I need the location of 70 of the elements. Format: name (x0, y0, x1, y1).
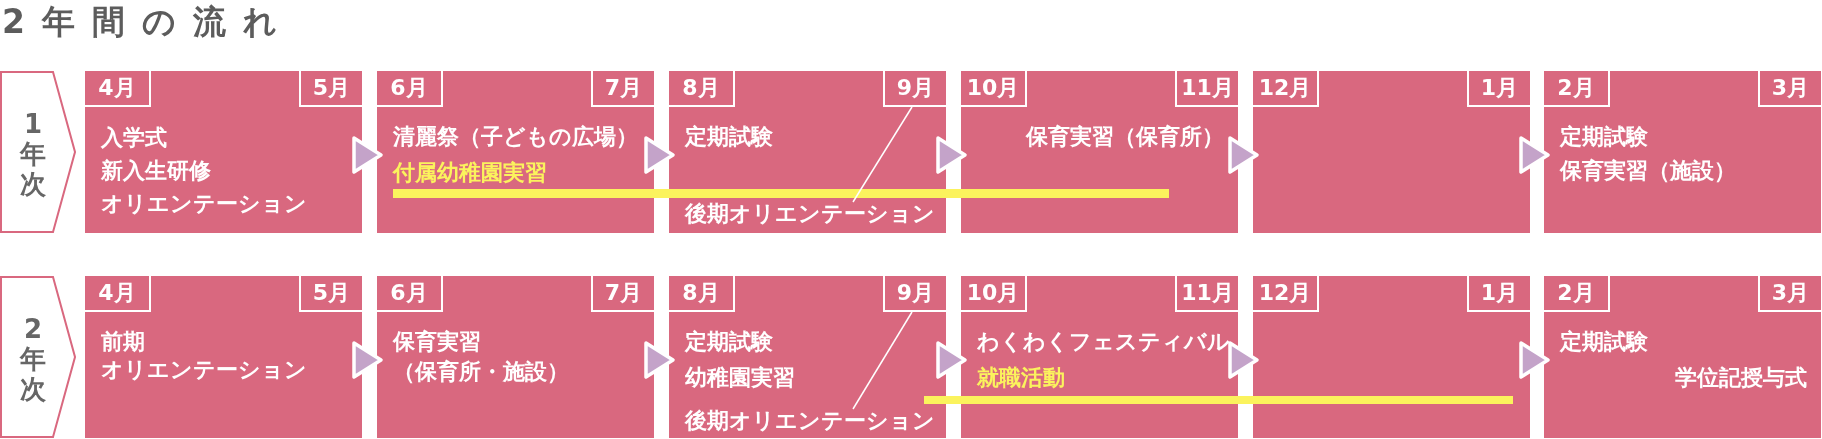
month-tab: 10月 (961, 71, 1027, 107)
month-tab: 5月 (299, 71, 362, 107)
arrow (352, 136, 383, 174)
month-tab: 11月 (1175, 276, 1238, 312)
event-text: 清麗祭（子どもの広場） (393, 123, 638, 151)
month-tab: 9月 (883, 276, 946, 312)
event-text: オリエンテーション (101, 189, 307, 218)
month-tab: 1月 (1467, 276, 1530, 312)
event-text: 定期試験 (1560, 123, 1648, 151)
leader-line (852, 106, 913, 203)
month-tab: 6月 (377, 71, 443, 107)
period-panel (1544, 276, 1821, 438)
month-tab: 5月 (299, 276, 362, 312)
arrow (644, 136, 675, 174)
period-panel (1253, 276, 1530, 438)
month-tab: 7月 (591, 71, 654, 107)
arrow (936, 136, 967, 174)
arrow (1519, 341, 1550, 379)
month-tab: 8月 (669, 276, 735, 312)
month-tab: 4月 (85, 276, 151, 312)
period-panel (669, 71, 946, 233)
event-text: 定期試験 (1560, 328, 1648, 356)
month-tab: 3月 (1758, 276, 1821, 312)
month-tab: 9月 (883, 71, 946, 107)
title: 2年間の流れ (2, 2, 294, 42)
event-text: 付属幼稚園実習 (393, 159, 547, 187)
event-text: 就職活動 (977, 364, 1065, 392)
month-tab: 6月 (377, 276, 443, 312)
period-panel (1253, 71, 1530, 233)
period-panel (961, 276, 1238, 438)
arrow (936, 341, 967, 379)
event-text: 幼稚園実習 (685, 364, 795, 392)
arrow (352, 341, 383, 379)
year-label: 2年次 (19, 314, 47, 404)
month-tab: 2月 (1544, 71, 1610, 107)
leader-line (852, 311, 913, 410)
month-tab: 12月 (1253, 71, 1319, 107)
month-tab: 7月 (591, 276, 654, 312)
arrow (1519, 136, 1550, 174)
year-label: 1年次 (19, 109, 47, 199)
period-panel (377, 71, 654, 233)
arrow (644, 341, 675, 379)
period-panel (377, 276, 654, 438)
month-tab: 4月 (85, 71, 151, 107)
event-text: わくわくフェスティバル (977, 328, 1230, 356)
event-text: 入学式 (101, 123, 167, 152)
event-text: 後期オリエンテーション (685, 202, 935, 226)
event-text: 後期オリエンテーション (685, 409, 935, 433)
arrow (1228, 341, 1259, 379)
month-tab: 12月 (1253, 276, 1319, 312)
month-tab: 8月 (669, 71, 735, 107)
month-tab: 11月 (1175, 71, 1238, 107)
event-text: 学位記授与式 (1675, 364, 1807, 392)
arrow (1228, 136, 1259, 174)
event-text: 定期試験 (685, 328, 773, 356)
period-panel (961, 71, 1238, 233)
period-panel (85, 71, 362, 233)
event-text: 保育実習（施設） (1560, 157, 1736, 185)
event-text: 保育実習（保育所・施設） (393, 328, 569, 386)
event-text: 新入生研修 (101, 156, 211, 185)
period-panel (669, 276, 946, 438)
event-text: 定期試験 (685, 123, 773, 151)
month-tab: 2月 (1544, 276, 1610, 312)
month-tab: 1月 (1467, 71, 1530, 107)
month-tab: 10月 (961, 276, 1027, 312)
period-panel (85, 276, 362, 438)
event-text: 前期オリエンテーション (101, 328, 307, 384)
month-tab: 3月 (1758, 71, 1821, 107)
event-text: 保育実習（保育所） (1026, 123, 1224, 151)
period-panel (1544, 71, 1821, 233)
